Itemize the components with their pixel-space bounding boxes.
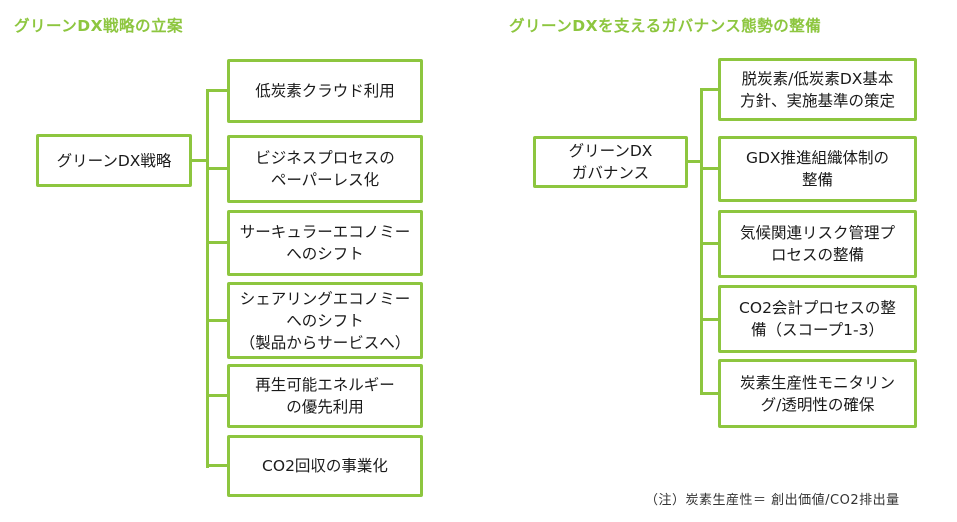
left-stub-line-4 — [206, 319, 227, 322]
right-tree-title: グリーンDXを支えるガバナンス態勢の整備 — [509, 17, 822, 35]
left-child-node-3: サーキュラーエコノミー へのシフト — [227, 210, 423, 276]
footnote: （注）炭素生産性＝ 創出価値/CO2排出量 — [645, 493, 900, 508]
right-trunk-line — [700, 88, 703, 395]
left-tree-title: グリーンDX戦略の立案 — [14, 17, 184, 35]
left-child-node-4: シェアリングエコノミー へのシフト （製品からサービスへ） — [227, 282, 423, 359]
right-root-connector-line — [688, 160, 702, 163]
left-child-node-5: 再生可能エネルギー の優先利用 — [227, 364, 423, 428]
left-child-node-6: CO2回収の事業化 — [227, 435, 423, 497]
right-stub-line-4 — [700, 318, 718, 321]
left-child-node-1: 低炭素クラウド利用 — [227, 59, 423, 123]
left-trunk-line — [206, 90, 209, 468]
right-child-node-3: 気候関連リスク管理プ ロセスの整備 — [718, 210, 917, 278]
left-child-node-2: ビジネスプロセスの ペーパーレス化 — [227, 135, 423, 203]
left-stub-line-2 — [206, 167, 227, 170]
left-stub-line-6 — [206, 464, 227, 467]
right-child-node-2: GDX推進組織体制の 整備 — [718, 136, 917, 202]
right-stub-line-1 — [700, 88, 718, 91]
right-child-node-4: CO2会計プロセスの整 備（スコープ1-3） — [718, 285, 917, 353]
right-child-node-5: 炭素生産性モニタリン グ/透明性の確保 — [718, 359, 917, 428]
right-child-node-1: 脱炭素/低炭素DX基本 方針、実施基準の策定 — [718, 58, 917, 121]
left-root-connector-line — [192, 159, 207, 162]
right-stub-line-3 — [700, 242, 718, 245]
left-stub-line-5 — [206, 394, 227, 397]
right-root-node: グリーンDX ガバナンス — [533, 136, 688, 188]
left-stub-line-1 — [206, 89, 227, 92]
right-stub-line-2 — [700, 167, 718, 170]
left-root-node: グリーンDX戦略 — [36, 134, 192, 187]
left-stub-line-3 — [206, 241, 227, 244]
right-stub-line-5 — [700, 392, 718, 395]
